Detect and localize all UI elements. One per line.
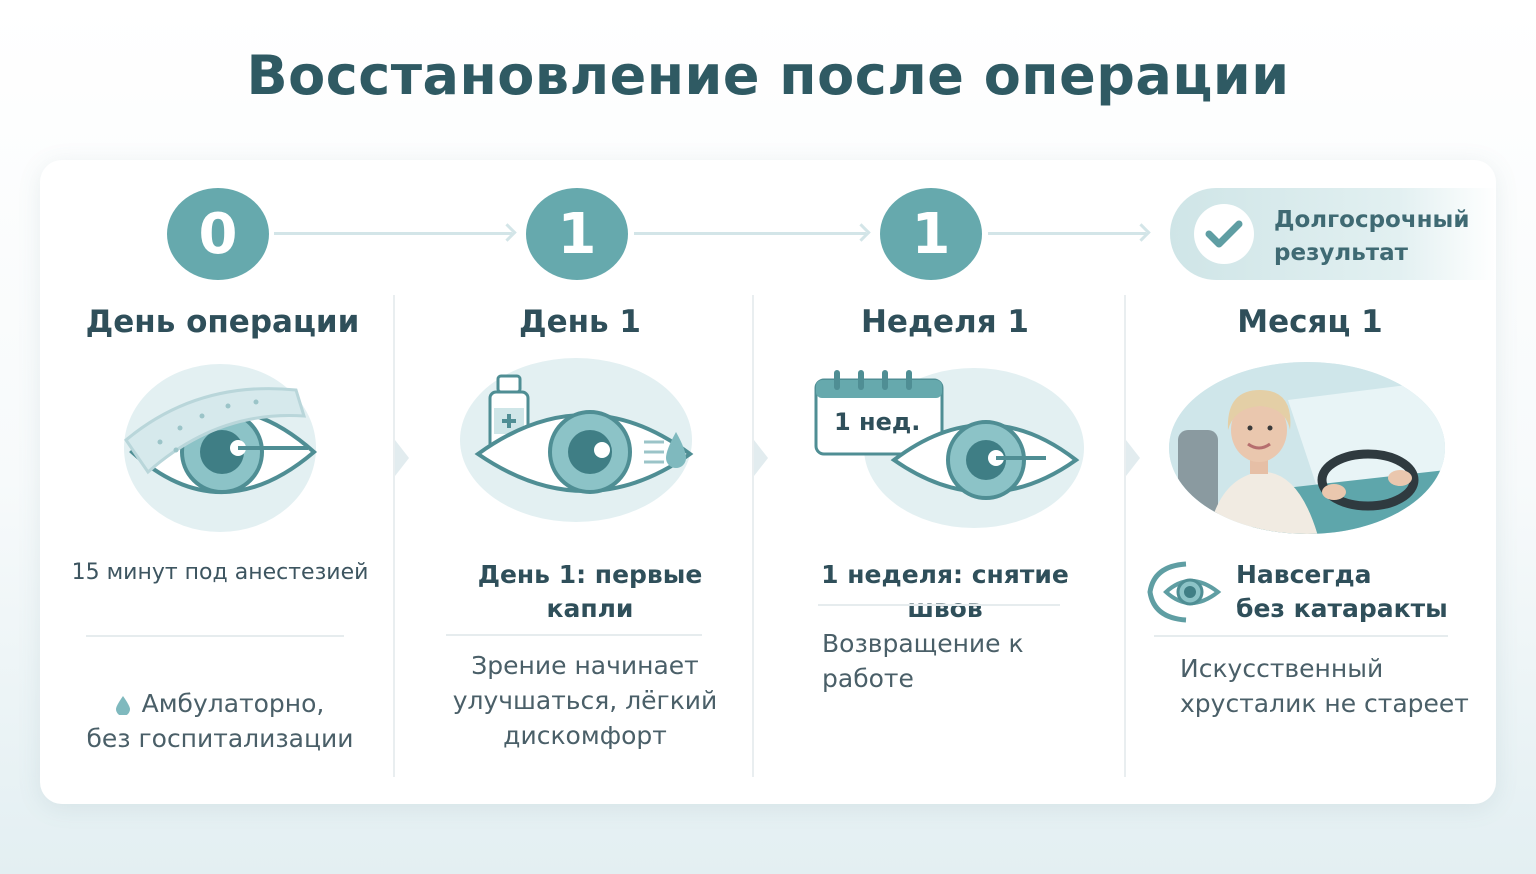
woman-driving-icon (1169, 362, 1445, 534)
column-divider (1124, 295, 1126, 777)
step-heading-day-of-surgery: День операции (85, 304, 360, 340)
arrow-right-icon (988, 232, 1146, 235)
chevron-right-icon (754, 440, 768, 476)
arrow-right-icon (634, 232, 866, 235)
step-note: 15 минут под анестезией (71, 560, 369, 585)
page-title: Восстановление после операции (246, 44, 1290, 107)
eye-drops-icon (460, 358, 694, 522)
column-divider (393, 295, 395, 777)
step-note: День 1: первые капли (477, 560, 703, 623)
step-number-0: 0 (167, 188, 269, 280)
separator (1154, 635, 1448, 637)
step-heading-week-1: Неделя 1 (860, 304, 1029, 340)
bandaged-eye-icon (123, 364, 318, 532)
separator (446, 634, 702, 636)
separator (86, 635, 344, 637)
eye-icon (1147, 561, 1222, 623)
chevron-right-icon (395, 440, 409, 476)
chevron-right-icon (1126, 440, 1140, 476)
calendar-eye-icon: 1 нед. (814, 368, 1084, 528)
step-heading-day-1: День 1 (518, 304, 642, 340)
calendar-label: 1 нед. (834, 408, 920, 436)
result-label: Долгосрочный результат (1274, 207, 1470, 266)
timeline-card: 0 1 1 Долгосрочный результат День операц… (40, 160, 1496, 804)
step-note: 1 неделя: снятие швов (821, 560, 1069, 623)
drop-icon (115, 696, 130, 715)
step-detail: Зрение начинает улучшаться, лёгкий диско… (452, 651, 718, 750)
step-number-2: 1 (880, 188, 982, 280)
long-term-result-badge: Долгосрочный результат (1170, 188, 1496, 280)
step-detail: Возвращение к работе (822, 629, 1024, 693)
step-note: Навсегда без катаракты (1236, 560, 1448, 623)
step-detail: Искусственный хрусталик не стареет (1180, 654, 1469, 718)
step-heading-month-1: Месяц 1 (1237, 304, 1383, 340)
check-icon (1194, 204, 1254, 264)
arrow-right-icon (274, 232, 512, 235)
step-detail: Амбулаторно, без госпитализации (86, 689, 354, 753)
separator (818, 604, 1060, 606)
column-divider (752, 295, 754, 777)
step-number-1: 1 (526, 188, 628, 280)
